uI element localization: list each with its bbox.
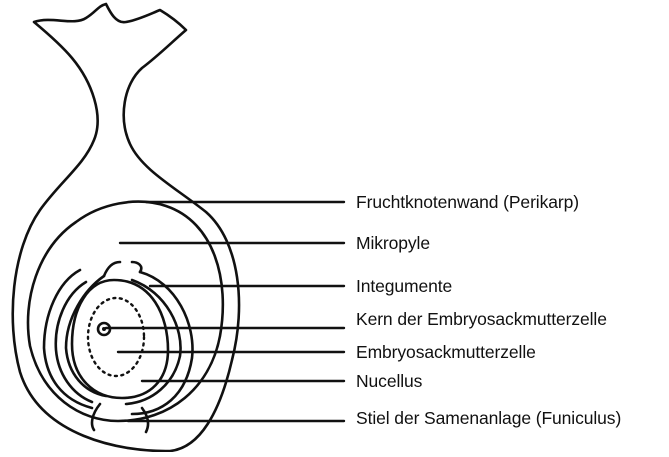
- integument-right-outer: [132, 272, 193, 414]
- label-mother-cell-nucleus: Kern der Embryosackmutterzelle: [356, 309, 607, 329]
- ovary-inner-wall: [28, 202, 223, 421]
- label-mother-cell: Embryosackmutterzelle: [356, 342, 536, 362]
- embryosac-mother-cell: [88, 298, 144, 376]
- label-nucellus: Nucellus: [356, 371, 422, 391]
- label-funiculus: Stiel der Samenanlage (Funiculus): [356, 408, 621, 428]
- micropyle-lip-right: [132, 262, 141, 272]
- micropyle-lip-left: [104, 262, 120, 276]
- label-micropyle: Mikropyle: [356, 233, 430, 253]
- label-integuments: Integumente: [356, 276, 452, 296]
- label-pericarp: Fruchtknotenwand (Perikarp): [356, 192, 579, 212]
